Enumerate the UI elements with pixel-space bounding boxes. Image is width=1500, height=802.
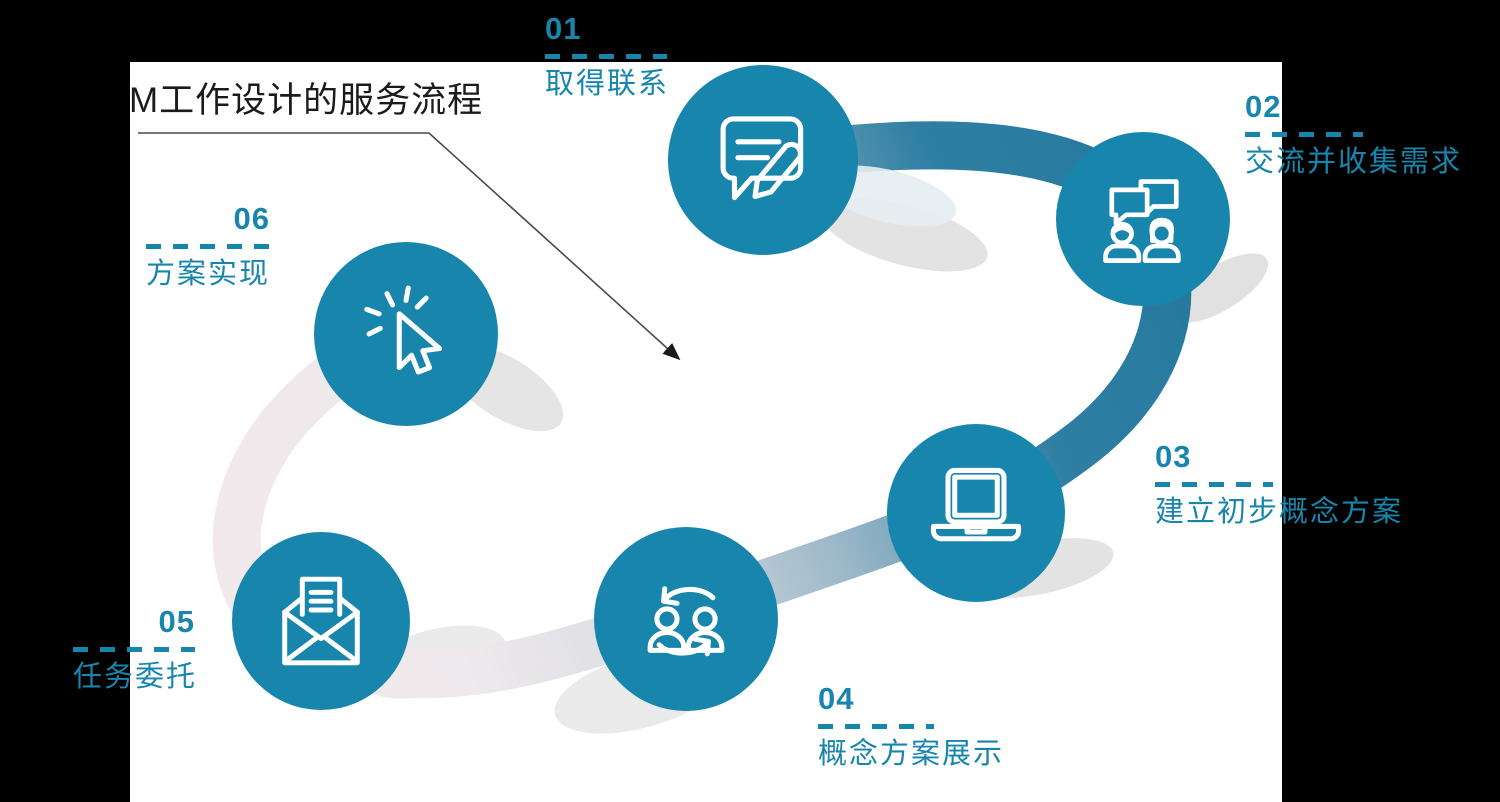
step-04-dashes xyxy=(818,724,934,729)
step-03-number: 03 xyxy=(1155,439,1192,474)
step-05-label-block: 05 任务委托 xyxy=(73,605,195,694)
step-01-circle xyxy=(668,65,858,255)
chat-edit-icon xyxy=(720,116,804,201)
step-04-number: 04 xyxy=(818,681,855,716)
diagram-title: M工作设计的服务流程 xyxy=(129,81,484,120)
step-01-label-block: 01 取得联系 xyxy=(545,12,667,101)
step-06-circle xyxy=(314,242,498,426)
people-discussion-icon xyxy=(1103,179,1181,263)
step-03-label-block: 03 建立初步概念方案 xyxy=(1155,439,1401,529)
step-05-number: 05 xyxy=(158,604,195,639)
step-04-label: 概念方案展示 xyxy=(818,738,1005,770)
step-06-dashes xyxy=(146,244,270,249)
step-03-dashes xyxy=(1155,482,1273,487)
step-02-dashes xyxy=(1245,132,1363,137)
step-06-label-block: 06 方案实现 xyxy=(146,202,270,291)
laptop-icon xyxy=(930,467,1022,542)
people-exchange-icon xyxy=(647,586,725,657)
step-04-circle xyxy=(594,527,778,711)
step-06-label: 方案实现 xyxy=(146,258,271,290)
step-03-label: 建立初步概念方案 xyxy=(1155,496,1401,529)
step-02-number: 02 xyxy=(1245,89,1282,124)
step-04-label-block: 04 概念方案展示 xyxy=(818,681,1005,771)
step-01-dashes xyxy=(545,54,667,59)
step-02-circle xyxy=(1056,132,1230,306)
step-02-label: 交流并收集需求 xyxy=(1245,146,1463,178)
step-05-label: 任务委托 xyxy=(73,661,198,693)
step-06-number: 06 xyxy=(233,201,270,236)
step-02-label-block: 02 交流并收集需求 xyxy=(1245,89,1463,179)
step-01-number: 01 xyxy=(545,11,582,46)
step-05-circle xyxy=(232,532,410,710)
step-01-label: 取得联系 xyxy=(545,68,670,100)
step-05-dashes xyxy=(73,647,195,652)
open-envelope-icon xyxy=(282,576,360,666)
cursor-click-icon xyxy=(364,285,443,375)
step-03-circle xyxy=(887,424,1065,602)
